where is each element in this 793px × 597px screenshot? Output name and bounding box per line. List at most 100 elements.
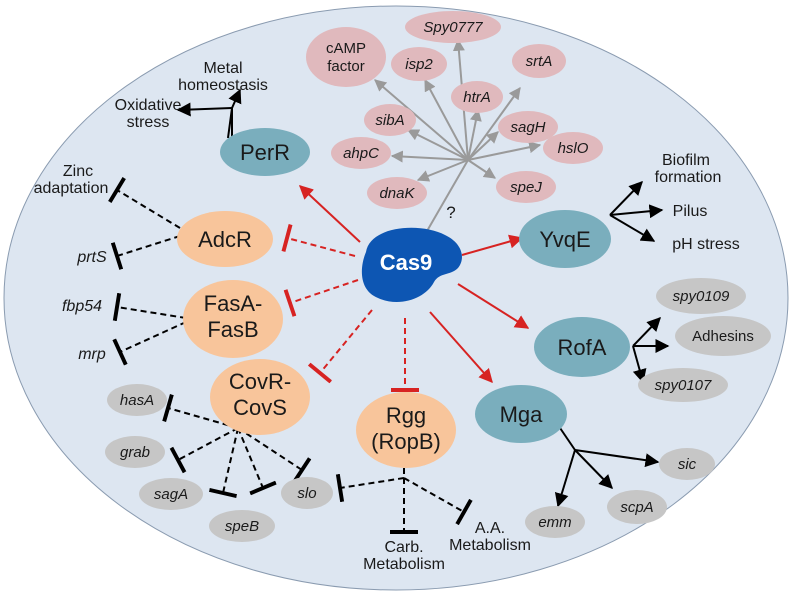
edge-to-dnak xyxy=(416,159,469,182)
node-speb xyxy=(209,510,275,542)
label-zinc-line2: adaptation xyxy=(34,180,109,197)
label-camp-line2: factor xyxy=(327,58,365,75)
edge-to-sagh xyxy=(467,131,499,161)
label-adhesins: Adhesins xyxy=(692,328,754,345)
gray-target-nodes: hasA grab sagA speB slo spy0109 Adhesins… xyxy=(105,278,771,542)
edge-rgg-represses-slo xyxy=(335,473,405,503)
edge-cas9-activates-yvqe xyxy=(461,234,524,256)
edge-rofa-to-spy0109 xyxy=(632,316,661,347)
repressed-regulator-nodes: AdcR FasA- FasB CovR- CovS Rgg (RopB) xyxy=(177,211,456,468)
cas9-shape xyxy=(361,227,462,303)
label-fasab-line2: FasB xyxy=(207,317,258,342)
label-aa-line1: A.A. xyxy=(475,520,505,537)
label-spy0107: spy0107 xyxy=(655,377,712,394)
label-perr: PerR xyxy=(240,140,290,165)
label-cas9: Cas9 xyxy=(380,250,433,275)
edge-perr-to-oxidative xyxy=(176,102,233,117)
label-mrp: mrp xyxy=(78,346,106,363)
label-rgg-line2: (RopB) xyxy=(371,429,441,454)
node-rgg xyxy=(356,392,456,468)
node-srta xyxy=(512,44,566,78)
label-rgg-line1: Rgg xyxy=(386,403,426,428)
node-covrs xyxy=(210,359,310,435)
edge-to-srta xyxy=(467,87,521,161)
label-grab: grab xyxy=(120,444,150,461)
label-zinc-line1: Zinc xyxy=(63,163,93,180)
label-adcr: AdcR xyxy=(198,227,252,252)
node-sic xyxy=(659,448,715,480)
node-ahpc xyxy=(331,137,391,169)
label-htra: htrA xyxy=(463,89,491,106)
label-biofilm-line2: formation xyxy=(655,169,722,186)
activated-regulator-nodes: PerR YvqE RofA Mga xyxy=(220,128,630,443)
label-sagh: sagH xyxy=(510,119,545,136)
node-mga xyxy=(475,385,567,443)
node-sagh xyxy=(498,111,558,143)
label-hslo: hslO xyxy=(558,140,589,157)
edge-cas9-represses-covrs xyxy=(307,309,373,384)
label-rofa: RofA xyxy=(558,335,607,360)
edge-mga-to-scpa xyxy=(574,449,613,490)
edge-mga-to-emm xyxy=(554,449,576,508)
node-scpa xyxy=(607,490,667,524)
label-speb: speB xyxy=(225,518,259,535)
node-grab xyxy=(105,436,165,468)
edge-to-ahpc xyxy=(390,150,469,163)
node-camp xyxy=(306,27,386,87)
label-scpa: scpA xyxy=(620,499,653,516)
edge-covrs-represses-slo xyxy=(237,427,312,483)
edge-to-camp xyxy=(374,79,469,161)
cas9-edges xyxy=(281,185,530,392)
node-isp2 xyxy=(391,47,447,81)
node-htra xyxy=(451,81,503,113)
label-spy0777: Spy0777 xyxy=(423,19,483,36)
edge-to-hslo xyxy=(467,141,542,161)
edge-cas9-activates-rofa xyxy=(457,283,530,329)
label-oxidative-line1: Oxidative xyxy=(115,97,182,114)
label-biofilm-line1: Biofilm xyxy=(662,152,710,169)
edge-cas9-to-hub xyxy=(422,159,469,239)
label-srta: srtA xyxy=(526,53,553,70)
label-carb-line1: Carb. xyxy=(384,539,423,556)
label-spej: speJ xyxy=(510,179,542,196)
label-ahpc: ahpC xyxy=(343,145,379,162)
node-siba xyxy=(364,104,416,136)
node-spy0107 xyxy=(638,368,728,402)
edge-covrs-represses-speb xyxy=(237,427,277,496)
node-slo xyxy=(281,477,333,509)
node-rofa xyxy=(534,317,630,377)
node-saga xyxy=(139,478,203,510)
node-dnak xyxy=(367,177,427,209)
node-spej xyxy=(496,171,556,203)
edge-fasab-represses-fbp54 xyxy=(112,292,187,322)
node-adcr xyxy=(177,211,273,267)
edge-yvqe-to-pilus xyxy=(609,204,664,219)
label-isp2: isp2 xyxy=(405,56,433,73)
node-spy0777 xyxy=(405,11,501,43)
label-prts: prtS xyxy=(76,249,107,266)
node-hslo xyxy=(543,132,603,164)
label-camp-line1: cAMP xyxy=(326,40,366,57)
label-covrs-line2: CovS xyxy=(233,395,287,420)
edge-cas9-activates-perr xyxy=(298,185,361,243)
node-fasab xyxy=(183,280,283,358)
edge-fasab-represses-mrp xyxy=(112,321,187,366)
label-spy0109: spy0109 xyxy=(673,288,730,305)
node-hasa xyxy=(107,384,167,416)
label-fbp54: fbp54 xyxy=(62,298,102,315)
edge-rofa-to-spy0107 xyxy=(632,345,647,384)
edge-cas9-represses-adcr xyxy=(281,223,356,257)
text-targets: Metal homeostasis Oxidative stress Zinc … xyxy=(34,60,740,573)
edge-to-spej xyxy=(467,159,496,179)
edge-covrs-represses-grab xyxy=(169,427,239,474)
label-sic: sic xyxy=(678,456,697,473)
unknown-target-nodes: cAMP factor Spy0777 isp2 htrA srtA sibA … xyxy=(306,11,603,209)
label-dnak: dnaK xyxy=(379,185,415,202)
label-aa-line2: Metabolism xyxy=(449,537,531,554)
node-adhesins xyxy=(675,316,771,356)
label-fasab-line1: FasA- xyxy=(204,291,263,316)
label-mga: Mga xyxy=(500,402,544,427)
edge-cas9-represses-fasab xyxy=(283,279,359,317)
